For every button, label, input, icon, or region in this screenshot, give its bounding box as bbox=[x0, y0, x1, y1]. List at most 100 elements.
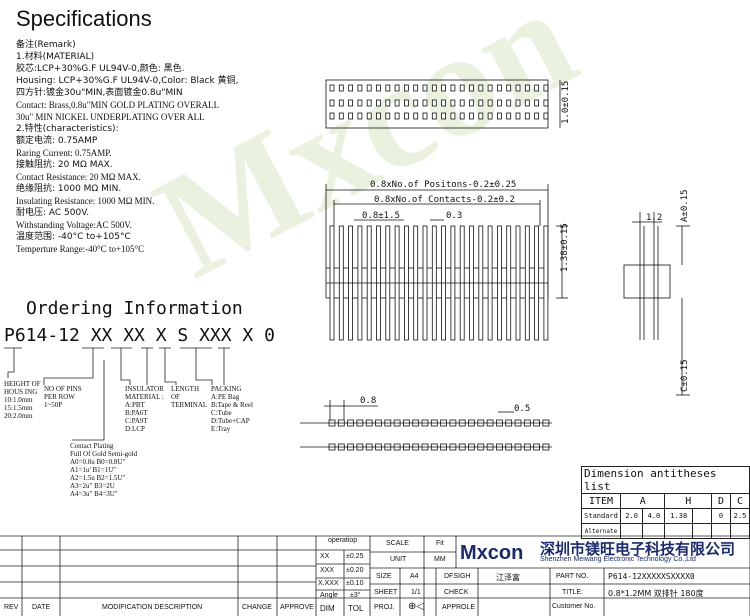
top-view-pin bbox=[422, 84, 428, 92]
top-view-pin bbox=[487, 99, 493, 107]
spec-line: Housing: LCP+30%G.F UL94V-0,Color: Black… bbox=[16, 76, 239, 86]
spec-line: 1.材料(MATERIAL) bbox=[16, 52, 95, 62]
top-view-pin bbox=[506, 99, 512, 107]
top-view-pin bbox=[413, 99, 419, 107]
spec-line: Temperture Range:-40°C to+105°C bbox=[16, 244, 145, 254]
tb-part-no: P614-12XXXXXSXXXX0 bbox=[608, 572, 695, 581]
legend-length-of-terminal: LENGTH OF TERMINAL bbox=[171, 385, 208, 409]
top-view-pin bbox=[357, 84, 363, 92]
top-view-pin bbox=[338, 112, 344, 120]
spec-line: Contact Resistance: 20 MΩ MAX. bbox=[16, 172, 141, 182]
tb-approle: APPROLE bbox=[442, 604, 476, 611]
top-view-pin bbox=[431, 84, 437, 92]
top-view-pin bbox=[515, 99, 521, 107]
top-view-pin bbox=[524, 84, 530, 92]
tb-sheet-no: 1/1 bbox=[411, 589, 421, 596]
spec-line: 温度范围: -40°C to+105°C bbox=[16, 232, 131, 242]
spec-line: Contact: Brass,0.8u"MIN GOLD PLATING OVE… bbox=[16, 100, 220, 110]
top-view-pin bbox=[543, 99, 549, 107]
top-view-pin bbox=[329, 99, 335, 107]
company-name-en: Shenzhen Meiwang Electronic Technology C… bbox=[540, 556, 696, 563]
top-view-pin bbox=[376, 84, 381, 92]
top-view-pin bbox=[506, 84, 512, 92]
tb-fit: Fit bbox=[436, 540, 444, 547]
spec-line: 30u" MIN NICKEL UNDERPLATING OVER ALL bbox=[16, 112, 205, 122]
tb-xxxx-tol: ±0.10 bbox=[346, 580, 364, 587]
top-view-pin bbox=[366, 112, 372, 120]
top-view-pin bbox=[543, 112, 549, 120]
legend-insulator-material: INSULATOR MATERIAL : A:PBT B:PA6T C:PA9T… bbox=[125, 385, 164, 433]
tb-xxx: XXX bbox=[320, 567, 335, 574]
legend-packing: PACKING A:PE Bag B:Tape & Reel C:Tube D:… bbox=[211, 385, 253, 433]
top-view-pin bbox=[469, 99, 474, 107]
tb-modification: MODIFICATION DESCRIPTION bbox=[102, 604, 203, 611]
tb-rev: REV bbox=[4, 604, 19, 611]
top-view-pin bbox=[496, 99, 502, 107]
top-view-pin bbox=[413, 84, 419, 92]
top-view-pin bbox=[478, 99, 484, 107]
tb-a4: A4 bbox=[410, 573, 419, 580]
spec-line: 胶芯:LCP+30%G.F UL94V-0,颜色: 黑色. bbox=[16, 64, 185, 74]
dim-pitch: 0.8±1.5 bbox=[362, 211, 400, 221]
tb-angle: Angle bbox=[320, 592, 338, 599]
top-view-pin bbox=[469, 112, 474, 120]
page-title: Specifications bbox=[16, 6, 152, 31]
legend-no-of-pins: NO OF PINS PER ROW 1~50P bbox=[44, 385, 82, 409]
dimension-table: Dimension antitheses list ITEM A H D C S… bbox=[581, 466, 750, 539]
top-view-pin bbox=[357, 99, 363, 107]
tb-xxx-tol: ±0.20 bbox=[346, 567, 364, 574]
top-view-pin bbox=[338, 99, 344, 107]
top-view-pin bbox=[348, 99, 354, 107]
top-view-pin bbox=[441, 84, 447, 92]
top-view-pin bbox=[543, 84, 549, 92]
spec-line: Raring Current: 0.75AMP. bbox=[16, 148, 112, 158]
top-view-pin bbox=[487, 84, 493, 92]
tb-xx-tol: ±0.25 bbox=[346, 553, 364, 560]
tb-dfsigh: DFSIGH bbox=[444, 573, 471, 580]
top-view-pin bbox=[366, 99, 372, 107]
top-view-pin bbox=[385, 99, 391, 107]
dimension-table-title: Dimension antitheses list bbox=[581, 466, 750, 494]
legend-height-of-housing: HEIGHT OF HOUS ING 10:1.0mm 15:1.5mm 20:… bbox=[4, 380, 41, 420]
dim-1-2: 1.2 bbox=[646, 213, 663, 223]
tb-customer-no: Customer No. bbox=[552, 603, 596, 610]
top-view-pin bbox=[422, 99, 428, 107]
top-view-pin bbox=[385, 84, 391, 92]
spec-line: Withstanding Voltage:AC 500V. bbox=[16, 220, 132, 230]
top-view-pin bbox=[515, 84, 521, 92]
top-view-pin bbox=[394, 99, 400, 107]
tb-part-no-label: PART NO. bbox=[556, 573, 589, 580]
top-view-pin bbox=[403, 112, 409, 120]
spec-line: 绝缘阻抗: 1000 MΩ MIN. bbox=[16, 184, 122, 194]
top-view-pin bbox=[413, 112, 419, 120]
tb-title-label: TITLE: bbox=[562, 589, 584, 596]
top-view-pin bbox=[338, 84, 344, 92]
top-view-pin bbox=[506, 112, 512, 120]
top-view-pin bbox=[459, 99, 465, 107]
tb-xxxx: X.XXX bbox=[318, 580, 339, 587]
ordering-code: P614-12 XX XX X S XXX X 0 bbox=[4, 325, 275, 346]
top-view-pin bbox=[422, 112, 428, 120]
top-view-pin bbox=[357, 112, 363, 120]
top-view-pin bbox=[450, 99, 456, 107]
tb-tol: TOL bbox=[348, 604, 364, 613]
tb-mm: MM bbox=[434, 556, 446, 563]
tb-approve: APPROVE bbox=[280, 604, 314, 611]
top-view-pin bbox=[385, 112, 391, 120]
company-name-cn: 深圳市镁旺电子科技有限公司 bbox=[540, 540, 736, 558]
tb-check: CHECK bbox=[444, 589, 469, 596]
top-view-pin bbox=[376, 99, 381, 107]
spec-line: 备注(Remark) bbox=[16, 40, 76, 50]
top-view-pin bbox=[487, 112, 493, 120]
top-view-pin bbox=[459, 84, 465, 92]
top-view-pin bbox=[431, 99, 437, 107]
tb-change: CHANGE bbox=[242, 604, 272, 611]
top-view-pin bbox=[394, 84, 400, 92]
top-view-pin bbox=[450, 84, 456, 92]
top-view-pin bbox=[431, 112, 437, 120]
top-view-pin bbox=[469, 84, 474, 92]
top-view-pin bbox=[348, 112, 354, 120]
